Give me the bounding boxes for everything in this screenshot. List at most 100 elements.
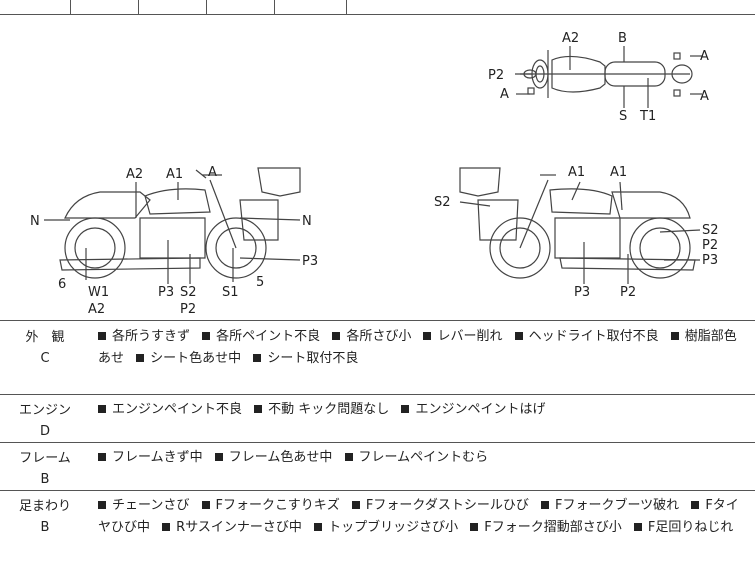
label-left-w1: W1 <box>88 285 109 300</box>
list-item: ヘッドライト取付不良 <box>514 329 659 344</box>
bullet-square-icon <box>423 332 432 340</box>
row-title: 外 観 <box>25 330 65 345</box>
row-items-suspension: チェーンさび Fフォークこすりキズ Fフォークダストシールひび Fフォークブーツ… <box>98 495 743 539</box>
label-top-b: B <box>618 31 627 46</box>
label-top-a-right-top: A <box>700 49 709 64</box>
label-left-p2: P2 <box>180 302 196 317</box>
list-item: 不動 キック問題なし <box>254 402 389 417</box>
label-top-t1: T1 <box>639 109 656 124</box>
bullet-square-icon <box>98 332 106 340</box>
list-item: Fフォークブーツ破れ <box>540 498 679 513</box>
label-rs-p3-right: P3 <box>702 253 718 268</box>
bullet-square-icon <box>202 332 211 340</box>
list-item: フレーム色あせ中 <box>214 450 332 465</box>
list-item: トップブリッジさび小 <box>314 520 458 535</box>
label-left-a2: A2 <box>126 167 143 182</box>
list-item: F足回りねじれ <box>633 520 733 535</box>
bullet-square-icon <box>136 354 145 362</box>
bullet-square-icon <box>633 523 642 531</box>
row-divider <box>0 490 755 491</box>
bullet-square-icon <box>314 523 323 531</box>
bullet-square-icon <box>98 405 106 413</box>
bullet-square-icon <box>344 453 353 461</box>
label-left-n: N <box>30 214 40 229</box>
bullet-square-icon <box>254 405 263 413</box>
label-left-5: 5 <box>256 275 264 290</box>
header-divider <box>346 0 347 14</box>
row-label-frame: フレーム B <box>0 448 90 490</box>
label-rs-p2-right: P2 <box>702 238 718 253</box>
label-top-p2: P2 <box>488 68 504 83</box>
label-rs-s2-left: S2 <box>434 195 451 210</box>
bullet-square-icon <box>670 332 679 340</box>
label-top-a-left: A <box>500 87 509 102</box>
bullet-square-icon <box>514 332 523 340</box>
list-item: フレームきず中 <box>98 450 203 465</box>
list-item: フレームペイントむら <box>344 450 488 465</box>
row-divider <box>0 442 755 443</box>
label-left-a: A <box>208 165 217 180</box>
label-left-p3-right: P3 <box>302 254 318 269</box>
list-item: 樹脂部色あせ <box>98 329 737 366</box>
header-divider <box>206 0 207 14</box>
row-grade: C <box>40 351 50 366</box>
header-divider <box>138 0 139 14</box>
list-item: Fフォーク摺動部さび小 <box>470 520 622 535</box>
label-left-s2: S2 <box>180 285 197 300</box>
row-title: 足まわり <box>18 499 71 514</box>
bullet-square-icon <box>691 501 700 509</box>
list-item: Fフォークこすりキズ <box>201 498 340 513</box>
header-bottom-border <box>0 14 755 15</box>
label-top-s: S <box>619 109 627 124</box>
label-rs-p3-bottom: P3 <box>574 285 590 300</box>
list-item: チェーンさび <box>98 498 189 513</box>
label-left-p3: P3 <box>158 285 174 300</box>
label-left-s1: S1 <box>222 285 239 300</box>
bullet-square-icon <box>540 501 549 509</box>
bullet-square-icon <box>98 501 106 509</box>
row-divider <box>0 394 755 395</box>
left-side-motorcycle <box>59 167 301 279</box>
list-item: 各所うすきず <box>98 329 190 344</box>
bullet-square-icon <box>201 501 210 509</box>
list-item: エンジンペイントはげ <box>401 402 545 417</box>
row-items-engine: エンジンペイント不良 不動 キック問題なし エンジンペイントはげ <box>98 399 743 421</box>
row-grade: B <box>40 472 50 487</box>
label-left-a2-bottom: A2 <box>88 302 105 317</box>
label-rs-p2-bottom: P2 <box>620 285 636 300</box>
list-item: 各所さび小 <box>332 329 411 344</box>
header-divider <box>274 0 275 14</box>
list-item: レバー削れ <box>423 329 502 344</box>
label-left-6: 6 <box>58 277 66 292</box>
row-title: エンジン <box>18 403 71 418</box>
bullet-square-icon <box>351 501 360 509</box>
label-right-n: N <box>302 214 312 229</box>
bullet-square-icon <box>162 523 171 531</box>
list-item: Fタイヤひび中 <box>98 498 739 535</box>
top-view-motorcycle <box>520 50 693 98</box>
header-divider <box>70 0 71 14</box>
label-top-a-right-bottom: A <box>700 89 709 104</box>
list-item: シート色あせ中 <box>136 351 241 366</box>
list-item: シート取付不良 <box>253 351 358 366</box>
row-items-frame: フレームきず中 フレーム色あせ中 フレームペイントむら <box>98 447 743 469</box>
row-label-suspension: 足まわり B <box>0 496 90 538</box>
bullet-square-icon <box>332 332 341 340</box>
bullet-square-icon <box>98 453 106 461</box>
label-top-a2: A2 <box>562 31 579 46</box>
right-side-motorcycle <box>459 167 696 279</box>
label-rs-a1-left: A1 <box>568 165 585 180</box>
row-grade: D <box>39 424 50 439</box>
row-label-exterior: 外 観 C <box>0 327 90 369</box>
row-grade: B <box>40 520 50 535</box>
list-item: 各所ペイント不良 <box>202 329 320 344</box>
label-rs-a1-right: A1 <box>610 165 627 180</box>
label-rs-s2-right: S2 <box>702 223 719 238</box>
bullet-square-icon <box>253 354 262 362</box>
row-label-engine: エンジン D <box>0 400 90 442</box>
motorcycle-diagram: A2 B A P2 A A S T1 A2 A1 A N N 6 W1 A2 P… <box>30 31 719 317</box>
list-item: Fフォークダストシールひび <box>351 498 529 513</box>
list-item: Rサスインナーさび中 <box>162 520 302 535</box>
list-item: エンジンペイント不良 <box>98 402 242 417</box>
